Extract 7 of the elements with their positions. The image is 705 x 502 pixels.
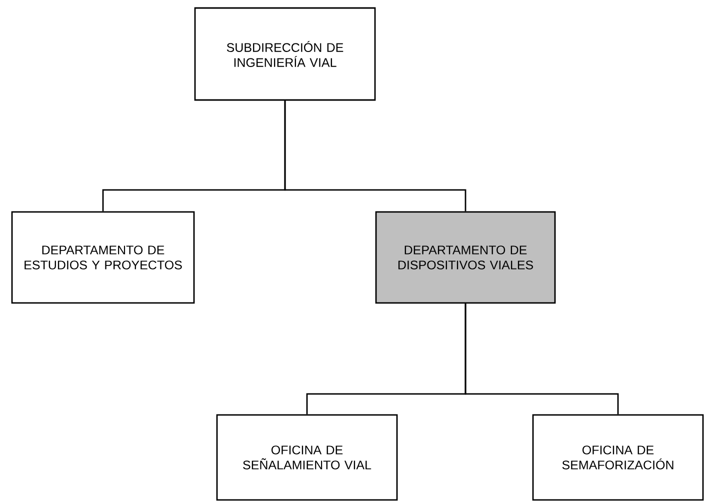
org-box: OFICINA DE SEMAFORIZACIÓN [532,414,704,501]
org-box: DEPARTAMENTO DE ESTUDIOS Y PROYECTOS [11,211,195,304]
highlighted-box: DEPARTAMENTO DE DISPOSITIVOS VIALES [375,211,556,304]
org-box: OFICINA DE SEÑALAMIENTO VIAL [216,414,398,501]
org-box: SUBDIRECCIÓN DE INGENIERÍA VIAL [194,7,376,101]
connector-line [464,304,619,414]
connector-line [284,100,466,212]
